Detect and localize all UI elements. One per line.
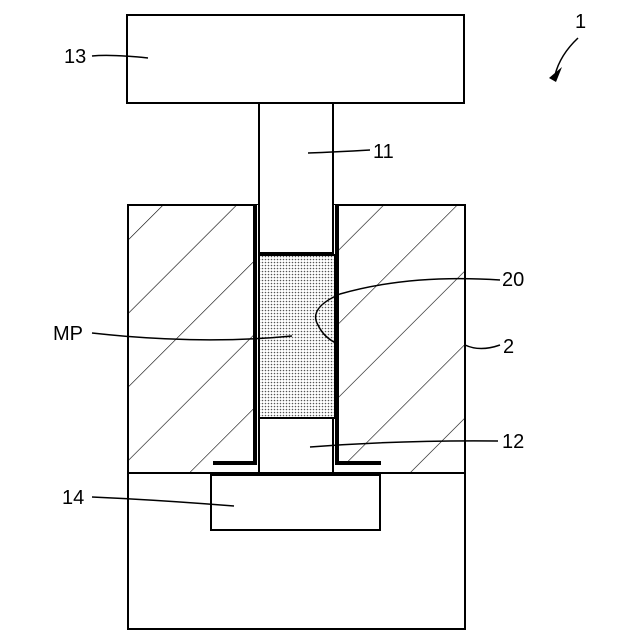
assembly-arrow [555,38,578,75]
label-powder: MP [53,323,83,345]
label-die: 2 [503,336,514,358]
label-compact: 20 [502,269,524,291]
label-press-lower: 14 [62,487,84,509]
upper-punch [259,103,333,253]
leader-line-2 [465,345,500,349]
lower-press-plate [211,475,380,530]
label-upper-punch: 11 [373,141,394,163]
upper-press-plate [127,15,464,103]
assembly-arrowhead-icon [549,67,562,82]
label-lower-punch: 12 [502,431,524,453]
label-assembly: 1 [575,11,586,33]
powder-compact [259,255,335,418]
label-press-upper: 13 [64,46,86,68]
